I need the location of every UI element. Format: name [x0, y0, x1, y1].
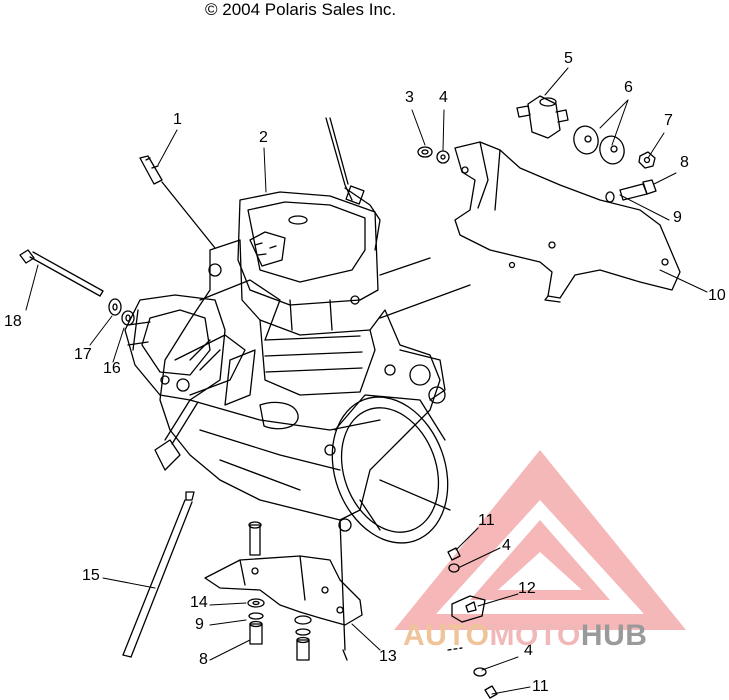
copyright-notice: © 2004 Polaris Sales Inc.	[205, 0, 397, 19]
watermark-moto: MOTO	[489, 619, 581, 652]
callout-13: 13	[379, 648, 397, 665]
mount-washers	[573, 125, 625, 165]
callout-4: 4	[439, 89, 448, 106]
callout-11-upper: 11	[478, 512, 495, 529]
spark-plug	[139, 155, 216, 249]
callout-8-lower: 8	[199, 651, 208, 668]
callout-14: 14	[190, 594, 208, 611]
callout-5: 5	[564, 50, 573, 67]
callout-1: 1	[173, 111, 182, 128]
engine-body	[159, 239, 471, 531]
callout-2: 2	[259, 129, 268, 146]
callout-9: 9	[673, 209, 682, 226]
callout-7: 7	[664, 112, 673, 129]
lower-bracket	[204, 519, 363, 661]
engine-cylinder-head	[237, 191, 379, 306]
callout-17: 17	[74, 346, 92, 363]
callout-16: 16	[103, 360, 121, 377]
lower-right-hardware	[447, 547, 498, 699]
watermark-logo	[394, 450, 686, 630]
transmission-housing	[124, 294, 256, 471]
callout-12: 12	[518, 580, 536, 597]
washer-17-16	[108, 298, 135, 326]
callout-6: 6	[624, 79, 633, 96]
callout-18: 18	[4, 313, 22, 330]
nut-washer-top	[417, 146, 450, 164]
stator-cover	[324, 394, 449, 544]
callout-9-lower: 9	[195, 616, 204, 633]
long-bolt	[19, 249, 104, 297]
callout-3: 3	[405, 89, 414, 106]
rubber-mount	[516, 95, 569, 139]
callout-4-lower: 4	[524, 642, 533, 659]
choke-cable	[325, 117, 381, 251]
leader-lines	[25, 67, 708, 695]
callout-8: 8	[680, 154, 689, 171]
nut-7	[638, 151, 656, 169]
callout-10: 10	[708, 287, 726, 304]
long-rod	[122, 491, 195, 658]
callout-15: 15	[82, 567, 100, 584]
callout-4-middle: 4	[502, 537, 511, 554]
engine-bracket	[454, 141, 681, 303]
center-bolt	[248, 521, 262, 556]
watermark-hub: HUB	[580, 619, 648, 652]
watermark-text: AUTOMOTOHUB	[403, 619, 647, 653]
callout-11-lower: 11	[532, 678, 549, 695]
bolt-washer-upper	[605, 179, 657, 203]
bolt-stack-lower	[247, 598, 312, 661]
watermark-auto: AUTO	[403, 619, 490, 652]
